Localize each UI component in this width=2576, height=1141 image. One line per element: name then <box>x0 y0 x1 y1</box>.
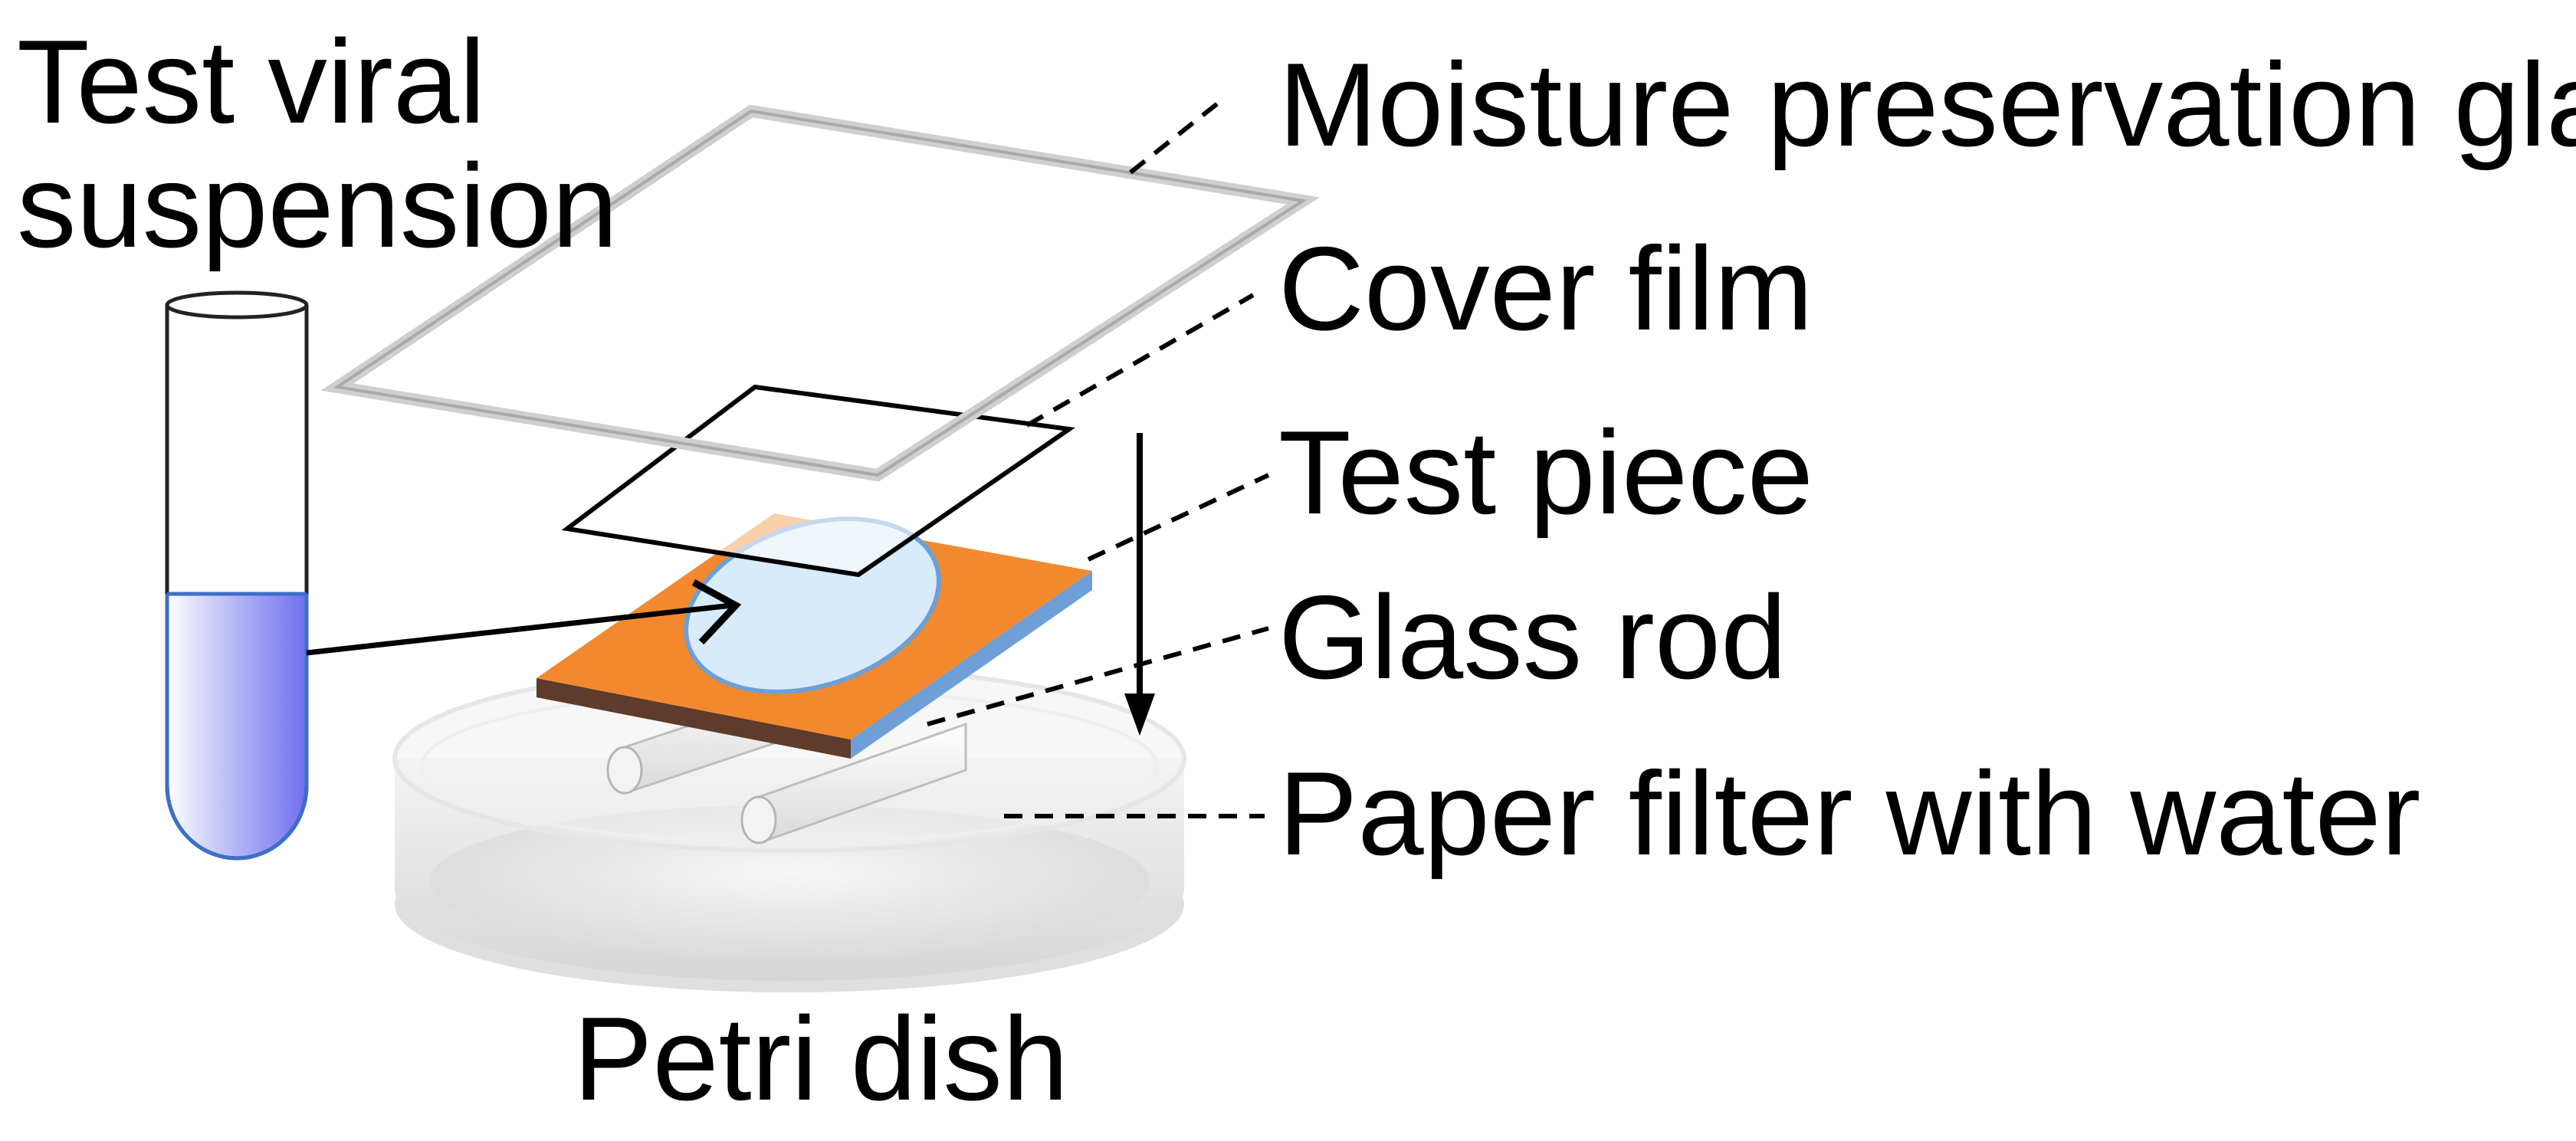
leader-moisture-glass <box>1129 97 1224 175</box>
cover-film <box>561 384 1076 578</box>
stacking-arrow <box>1124 433 1155 736</box>
label-moisture-preservation-glass: Moisture preservation glass <box>1278 38 2576 171</box>
glass-rod-right <box>740 722 967 845</box>
test-tube <box>165 290 309 861</box>
label-paper-filter-with-water: Paper filter with water <box>1278 747 2420 880</box>
leader-test-piece <box>1087 473 1270 562</box>
label-test-viral-line2: suspension <box>17 139 618 272</box>
moisture-preservation-glass <box>320 104 1320 482</box>
transfer-arrow <box>306 579 742 656</box>
petri-dish <box>392 664 1186 992</box>
label-glass-rod: Glass rod <box>1278 571 1787 703</box>
label-test-piece: Test piece <box>1278 406 1813 539</box>
label-petri-dish: Petri dish <box>573 992 1068 1125</box>
label-cover-film: Cover film <box>1278 222 1813 355</box>
label-test-viral-line1: Test viral <box>17 15 486 148</box>
leader-cover-film <box>1025 293 1255 428</box>
